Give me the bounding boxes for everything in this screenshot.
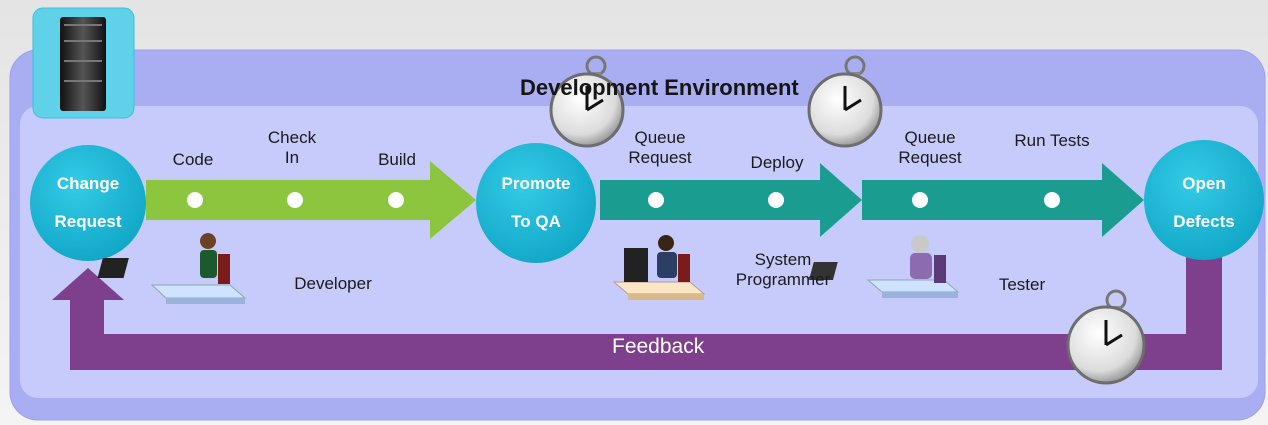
label-tester: Tester <box>998 275 1046 294</box>
dot-queue-request-1 <box>648 192 664 208</box>
teal-arrow-1 <box>600 163 862 237</box>
label-queue-request-1: Queue Request <box>628 128 692 167</box>
label-developer: Developer <box>294 274 372 293</box>
label-code: Code <box>172 150 214 169</box>
dot-run-tests <box>1044 192 1060 208</box>
label-promote: Promote To QA <box>501 174 571 231</box>
dot-code <box>187 192 203 208</box>
teal-arrow-2 <box>862 163 1144 237</box>
server-icon <box>32 7 135 119</box>
dot-build <box>388 192 404 208</box>
circle-open-defects <box>1144 140 1264 260</box>
label-queue-request-2: Queue Request <box>898 128 962 167</box>
stopwatch-icon-1 <box>549 55 625 148</box>
developer-figure <box>97 233 247 304</box>
tester-figure <box>808 235 960 298</box>
stopwatch-icon-2 <box>807 55 883 148</box>
circle-promote <box>476 143 596 263</box>
dot-deploy <box>768 192 784 208</box>
circle-change-request <box>30 145 146 261</box>
label-deploy: Deploy <box>750 153 804 172</box>
label-build: Build <box>378 150 416 169</box>
dot-queue-request-2 <box>912 192 928 208</box>
dot-check-in <box>287 192 303 208</box>
diagram-title: Development Environment <box>520 75 799 100</box>
label-check-in: Check In <box>267 128 317 167</box>
label-run-tests: Run Tests <box>1014 131 1090 150</box>
system-programmer-figure <box>612 235 706 300</box>
green-arrow <box>146 161 476 239</box>
label-feedback: Feedback <box>612 335 705 358</box>
label-change-request: Change Request <box>54 174 122 231</box>
label-open-defects: Open Defects <box>1173 174 1235 231</box>
feedback-arrow <box>52 225 1222 370</box>
label-system-programmer: System Programmer <box>735 250 831 289</box>
stopwatch-icon-3 <box>1066 289 1146 385</box>
